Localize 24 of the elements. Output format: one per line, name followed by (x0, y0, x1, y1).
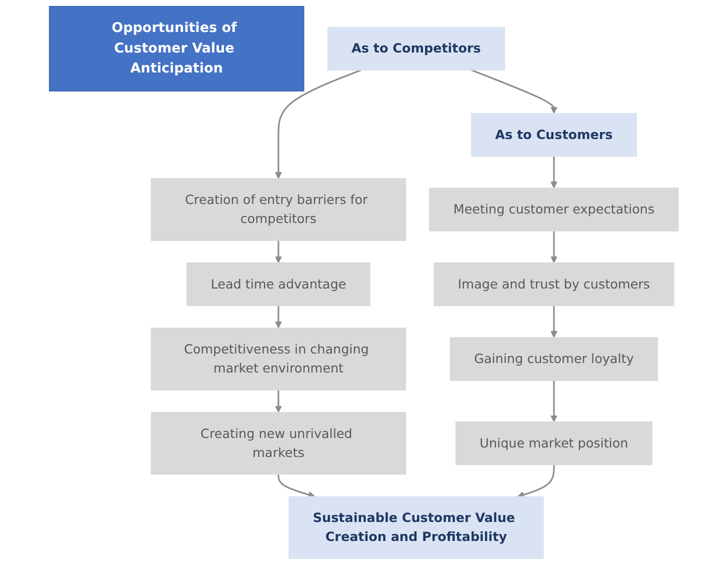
arrow (550, 306, 558, 338)
node-box (150, 178, 406, 241)
node-box (327, 26, 506, 71)
node-box (288, 496, 544, 560)
arrow (550, 156, 558, 188)
arrow (550, 231, 558, 264)
node-box (150, 412, 406, 475)
node-box (450, 337, 658, 381)
arrow (275, 390, 282, 413)
arrow (275, 240, 282, 264)
node-box (49, 6, 304, 92)
arrow (550, 380, 558, 422)
arrow (471, 69, 558, 114)
node-box (429, 188, 679, 232)
node-box (150, 328, 406, 390)
flowchart-drawing: Opportunities of Customer Value Anticipation As to Competitors As to Customers Creation of entry barriers for competitors Lead time advantage Competitiveness in changing market environment Creating new unrivalled markets Meeting customer expectations Image and trust by customers Gaining customer loyalty Unique market position Sustainable Customer Value Creation and Profitability (43, 0, 685, 565)
node-box (471, 112, 638, 157)
node-box (186, 262, 370, 306)
node-box (456, 421, 653, 466)
arrow (275, 306, 282, 328)
arrow (278, 474, 316, 498)
arrow (275, 69, 362, 179)
node-box (434, 262, 674, 306)
arrow (517, 464, 555, 498)
